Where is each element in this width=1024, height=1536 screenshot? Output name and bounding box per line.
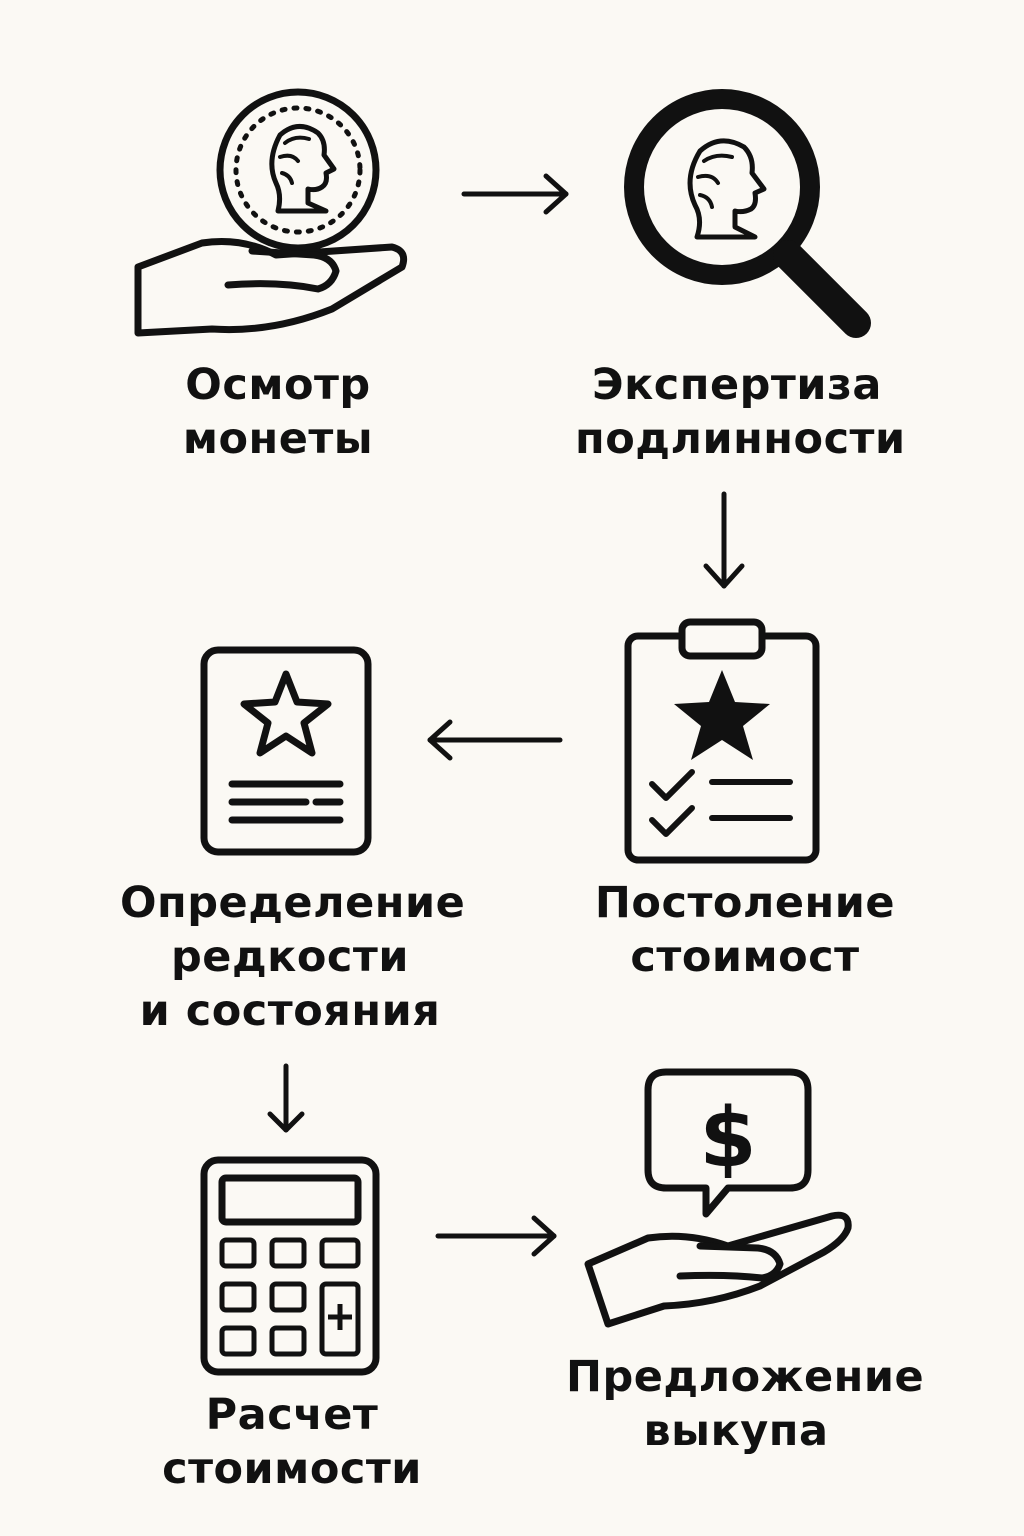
clipboard-star-icon — [622, 618, 822, 868]
certificate-star-icon — [200, 646, 372, 856]
magnifier-coin-icon — [620, 89, 880, 355]
arrow-down-icon — [264, 1063, 308, 1136]
hand-dollar-icon: $ — [582, 1066, 862, 1336]
step-label-valuation-setup: Постоление стоимост — [594, 878, 896, 982]
svg-text:$: $ — [699, 1091, 756, 1186]
hand-coin-icon — [130, 88, 410, 345]
step-label-inspect: Осмотр монеты — [182, 360, 374, 464]
arrow-left-icon — [424, 718, 564, 762]
step-label-authenticity: Экспертиза подлинности — [575, 360, 906, 464]
step-label-rarity: Определение редкости и состояния — [120, 878, 466, 1036]
arrow-right-icon — [461, 172, 572, 216]
step-label-calculation: Расчет стоимости — [162, 1390, 422, 1494]
calculator-icon — [200, 1156, 380, 1376]
arrow-down-icon — [702, 491, 746, 592]
arrow-right-icon — [435, 1214, 560, 1258]
step-label-buyout: Предложение выкупа — [566, 1352, 925, 1456]
